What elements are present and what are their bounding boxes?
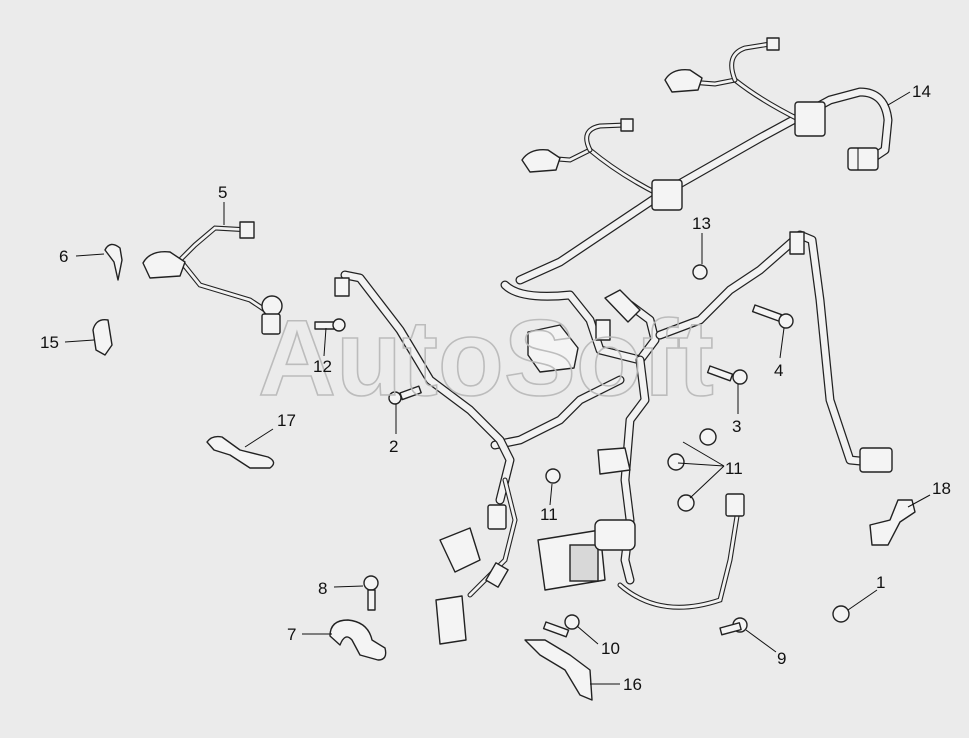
bracket [524, 639, 593, 701]
callout-13: 13 [692, 214, 711, 233]
callout-10: 10 [601, 639, 620, 658]
main-harness-upper [515, 41, 893, 285]
injector-connector [521, 37, 826, 211]
bolt [363, 575, 379, 611]
callout-3: 3 [732, 417, 741, 436]
callout-12: 12 [313, 357, 332, 376]
bolt [706, 365, 748, 385]
callout-7: 7 [287, 625, 296, 644]
harness-junction [490, 280, 660, 591]
bolt [751, 304, 794, 329]
watermark-text: AutoSoft [258, 297, 714, 418]
callout-5: 5 [218, 183, 227, 202]
callout-17: 17 [277, 411, 296, 430]
callout-4: 4 [774, 361, 783, 380]
callout-2: 2 [389, 437, 398, 456]
callout-labels: 1 2 3 4 5 6 7 8 9 10 11 11 12 13 14 15 1… [40, 82, 951, 694]
connector-plug [847, 147, 879, 171]
callout-1: 1 [876, 573, 885, 592]
callout-18: 18 [932, 479, 951, 498]
callout-6: 6 [59, 247, 68, 266]
bolt [314, 318, 346, 332]
bracket [869, 499, 916, 546]
callout-11-group: 11 [725, 459, 743, 478]
callout-14: 14 [912, 82, 931, 101]
pipe-clamp [329, 619, 387, 661]
cable-tie [92, 319, 113, 356]
bolt [719, 617, 748, 636]
bolt [542, 614, 580, 638]
bracket [206, 435, 275, 469]
callout-9: 9 [777, 649, 786, 668]
sensor-harness [142, 221, 283, 335]
cable-clip [104, 243, 123, 281]
left-branch-harness [334, 270, 518, 645]
right-branch-harness [617, 230, 893, 610]
bolt [388, 385, 422, 405]
callout-16: 16 [623, 675, 642, 694]
callout-15: 15 [40, 333, 59, 352]
nut [545, 264, 850, 623]
callout-8: 8 [318, 579, 327, 598]
callout-leaders [64, 91, 931, 685]
callout-11-single: 11 [540, 505, 558, 524]
